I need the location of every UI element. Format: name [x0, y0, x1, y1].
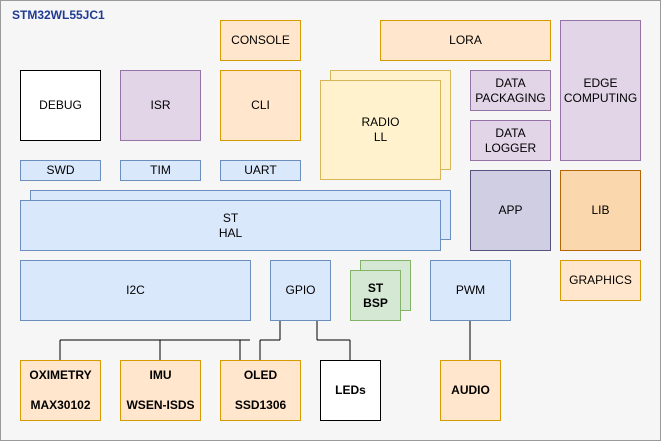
cli-block: CLI: [220, 70, 301, 141]
diagram-title: STM32WL55JC1: [12, 8, 105, 22]
i2c-block: I2C: [20, 260, 251, 321]
tim-block: TIM: [120, 160, 201, 181]
debug-block: DEBUG: [20, 70, 101, 141]
edge-computing-block: EDGE COMPUTING: [560, 20, 641, 161]
lora-block: LORA: [380, 20, 551, 61]
pwm-block: PWM: [430, 260, 511, 321]
st-bsp-block: ST BSP: [350, 270, 401, 321]
oximetry-block: OXIMETRY MAX30102: [20, 360, 101, 421]
isr-block: ISR: [120, 70, 201, 141]
audio-block: AUDIO: [440, 360, 501, 421]
leds-block: LEDs: [320, 360, 381, 421]
app-block: APP: [470, 170, 551, 251]
oled-block: OLED SSD1306: [220, 360, 301, 421]
console-block: CONSOLE: [220, 20, 301, 61]
lib-block: LIB: [560, 170, 641, 251]
st-hal-block: ST HAL: [20, 200, 441, 251]
uart-block: UART: [220, 160, 301, 181]
imu-block: IMU WSEN-ISDS: [120, 360, 201, 421]
data-packaging-block: DATA PACKAGING: [470, 70, 551, 111]
radio-ll-block: RADIO LL: [320, 80, 441, 180]
data-logger-block: DATA LOGGER: [470, 120, 551, 161]
swd-block: SWD: [20, 160, 101, 181]
graphics-block: GRAPHICS: [560, 260, 641, 301]
gpio-block: GPIO: [270, 260, 331, 321]
